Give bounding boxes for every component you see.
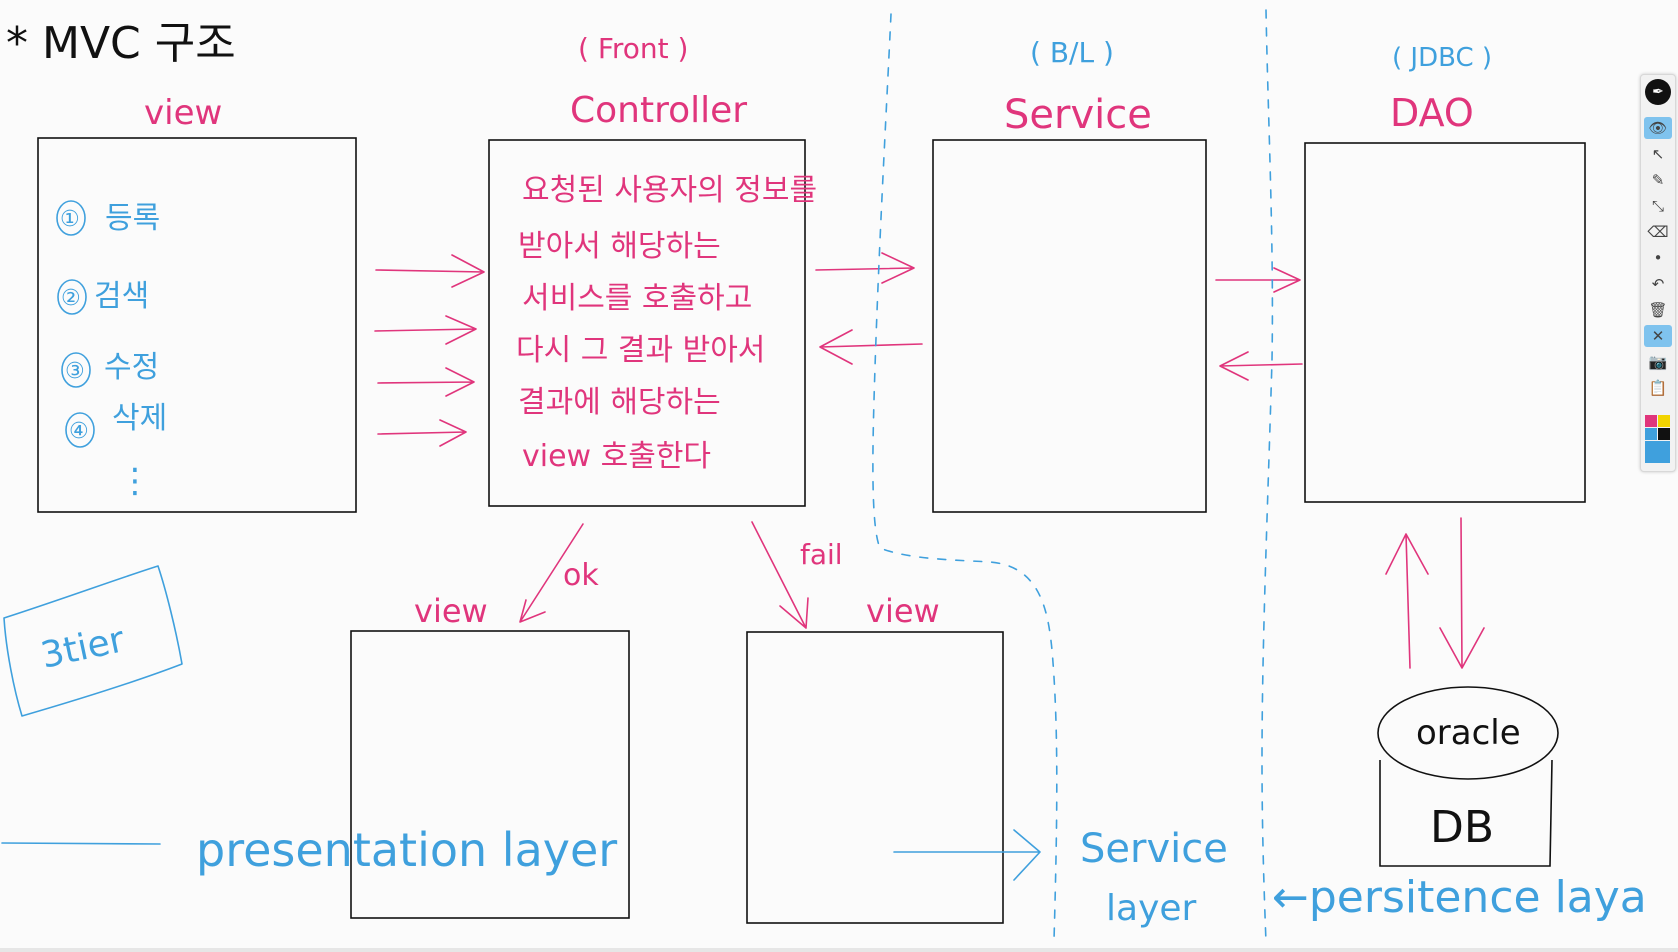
current-color-swatch[interactable] [1645, 441, 1670, 463]
svg-text:DB: DB [1430, 802, 1494, 853]
svg-text:3tier: 3tier [37, 619, 128, 677]
color-swatch-black[interactable] [1658, 428, 1670, 440]
bottom-scrollbar[interactable] [0, 948, 1678, 952]
eye-icon[interactable]: 👁 [1644, 117, 1672, 139]
service-column-label: Service [1004, 92, 1152, 138]
svg-text:다시 그 결과 받아서: 다시 그 결과 받아서 [516, 333, 765, 368]
pen-logo-icon[interactable]: ✒ [1645, 79, 1671, 105]
pointer-icon[interactable]: ↖ [1644, 143, 1672, 165]
svg-text:①: ① [60, 207, 80, 232]
service-to-dao-arrow [1216, 268, 1300, 292]
svg-text:view 호출한다: view 호출한다 [522, 439, 711, 474]
svg-text:oracle: oracle [1416, 713, 1521, 753]
presentation-lead-line [2, 843, 160, 844]
undo-icon[interactable]: ↶ [1644, 273, 1672, 295]
service-layer-label-line1: Service [1080, 826, 1228, 872]
db-to-dao-arrow [1386, 534, 1428, 668]
ok-label: ok [563, 558, 599, 593]
dao-to-service-arrow [1220, 352, 1302, 380]
presentation-layer-label: presentation layer [196, 823, 617, 877]
color-swatch-blue[interactable] [1645, 428, 1657, 440]
to-service-layer-arrow [894, 830, 1040, 880]
service-tag: ( B/L ) [1030, 36, 1114, 69]
fail-label: fail [800, 538, 843, 571]
view-item-4: ④ 삭제 [66, 401, 167, 447]
dao-column-label: DAO [1390, 91, 1474, 135]
svg-text:④: ④ [69, 419, 89, 444]
clear-icon[interactable]: ✕ [1644, 325, 1672, 347]
fail-view-box [747, 632, 1003, 923]
dao-tag: ( JDBC ) [1392, 43, 1492, 73]
eraser-icon[interactable]: ⌫ [1644, 221, 1672, 243]
service-persistence-divider [1262, 10, 1272, 942]
svg-text:받아서 해당하는: 받아서 해당하는 [518, 229, 721, 264]
svg-text:요청된 사용자의 정보를: 요청된 사용자의 정보를 [522, 173, 817, 208]
controller-column-label: Controller [570, 90, 747, 131]
svg-text:삭제: 삭제 [112, 401, 167, 436]
camera-icon[interactable]: 📷 [1644, 351, 1672, 373]
view-ellipsis: ⋮ [118, 461, 152, 501]
persistence-layer-label: ←persitence laya [1272, 872, 1647, 923]
ok-view-label: view [414, 592, 488, 630]
clipboard-icon[interactable]: 📋 [1644, 377, 1672, 399]
controller-tag: ( Front ) [578, 32, 688, 65]
view-item-1: ① 등록 [57, 201, 160, 236]
service-layer-label-line2: layer [1106, 888, 1197, 929]
drawing-toolbar: ✒ 👁 ↖ ✎ ⤡ ⌫ • ↶ 🗑 ✕ 📷 📋 [1640, 74, 1676, 472]
presentation-service-divider [873, 14, 1057, 940]
trash-icon[interactable]: 🗑 [1644, 299, 1672, 321]
service-box [933, 140, 1206, 512]
svg-text:수정: 수정 [104, 350, 159, 385]
line-icon[interactable]: ⤡ [1644, 195, 1672, 217]
controller-note: 요청된 사용자의 정보를 받아서 해당하는 서비스를 호출하고 다시 그 결과 … [516, 173, 817, 474]
controller-to-service-arrow [816, 253, 914, 283]
svg-text:③: ③ [65, 359, 85, 384]
three-tier-note: 3tier [4, 566, 182, 716]
svg-text:등록: 등록 [105, 201, 160, 236]
color-swatch-pink[interactable] [1645, 415, 1657, 427]
service-to-controller-arrow [820, 330, 922, 364]
view-item-3: ③ 수정 [62, 350, 159, 387]
view-box [38, 138, 356, 512]
svg-text:②: ② [61, 286, 81, 311]
dao-box [1305, 143, 1585, 502]
dot-icon[interactable]: • [1644, 247, 1672, 269]
pen-icon[interactable]: ✎ [1644, 169, 1672, 191]
view-item-2: ② 검색 [58, 279, 149, 314]
color-swatch-yellow[interactable] [1658, 415, 1670, 427]
dao-to-db-arrow [1440, 518, 1484, 668]
oracle-db-cylinder: oracle DB [1378, 687, 1558, 866]
diagram-title: * MVC 구조 [6, 18, 236, 69]
svg-text:서비스를 호출하고: 서비스를 호출하고 [522, 281, 752, 316]
view-column-label: view [144, 93, 222, 133]
fail-view-label: view [866, 592, 940, 630]
svg-text:결과에 해당하는: 결과에 해당하는 [518, 385, 721, 420]
view-to-controller-arrows [375, 255, 484, 446]
svg-text:검색: 검색 [94, 279, 149, 314]
